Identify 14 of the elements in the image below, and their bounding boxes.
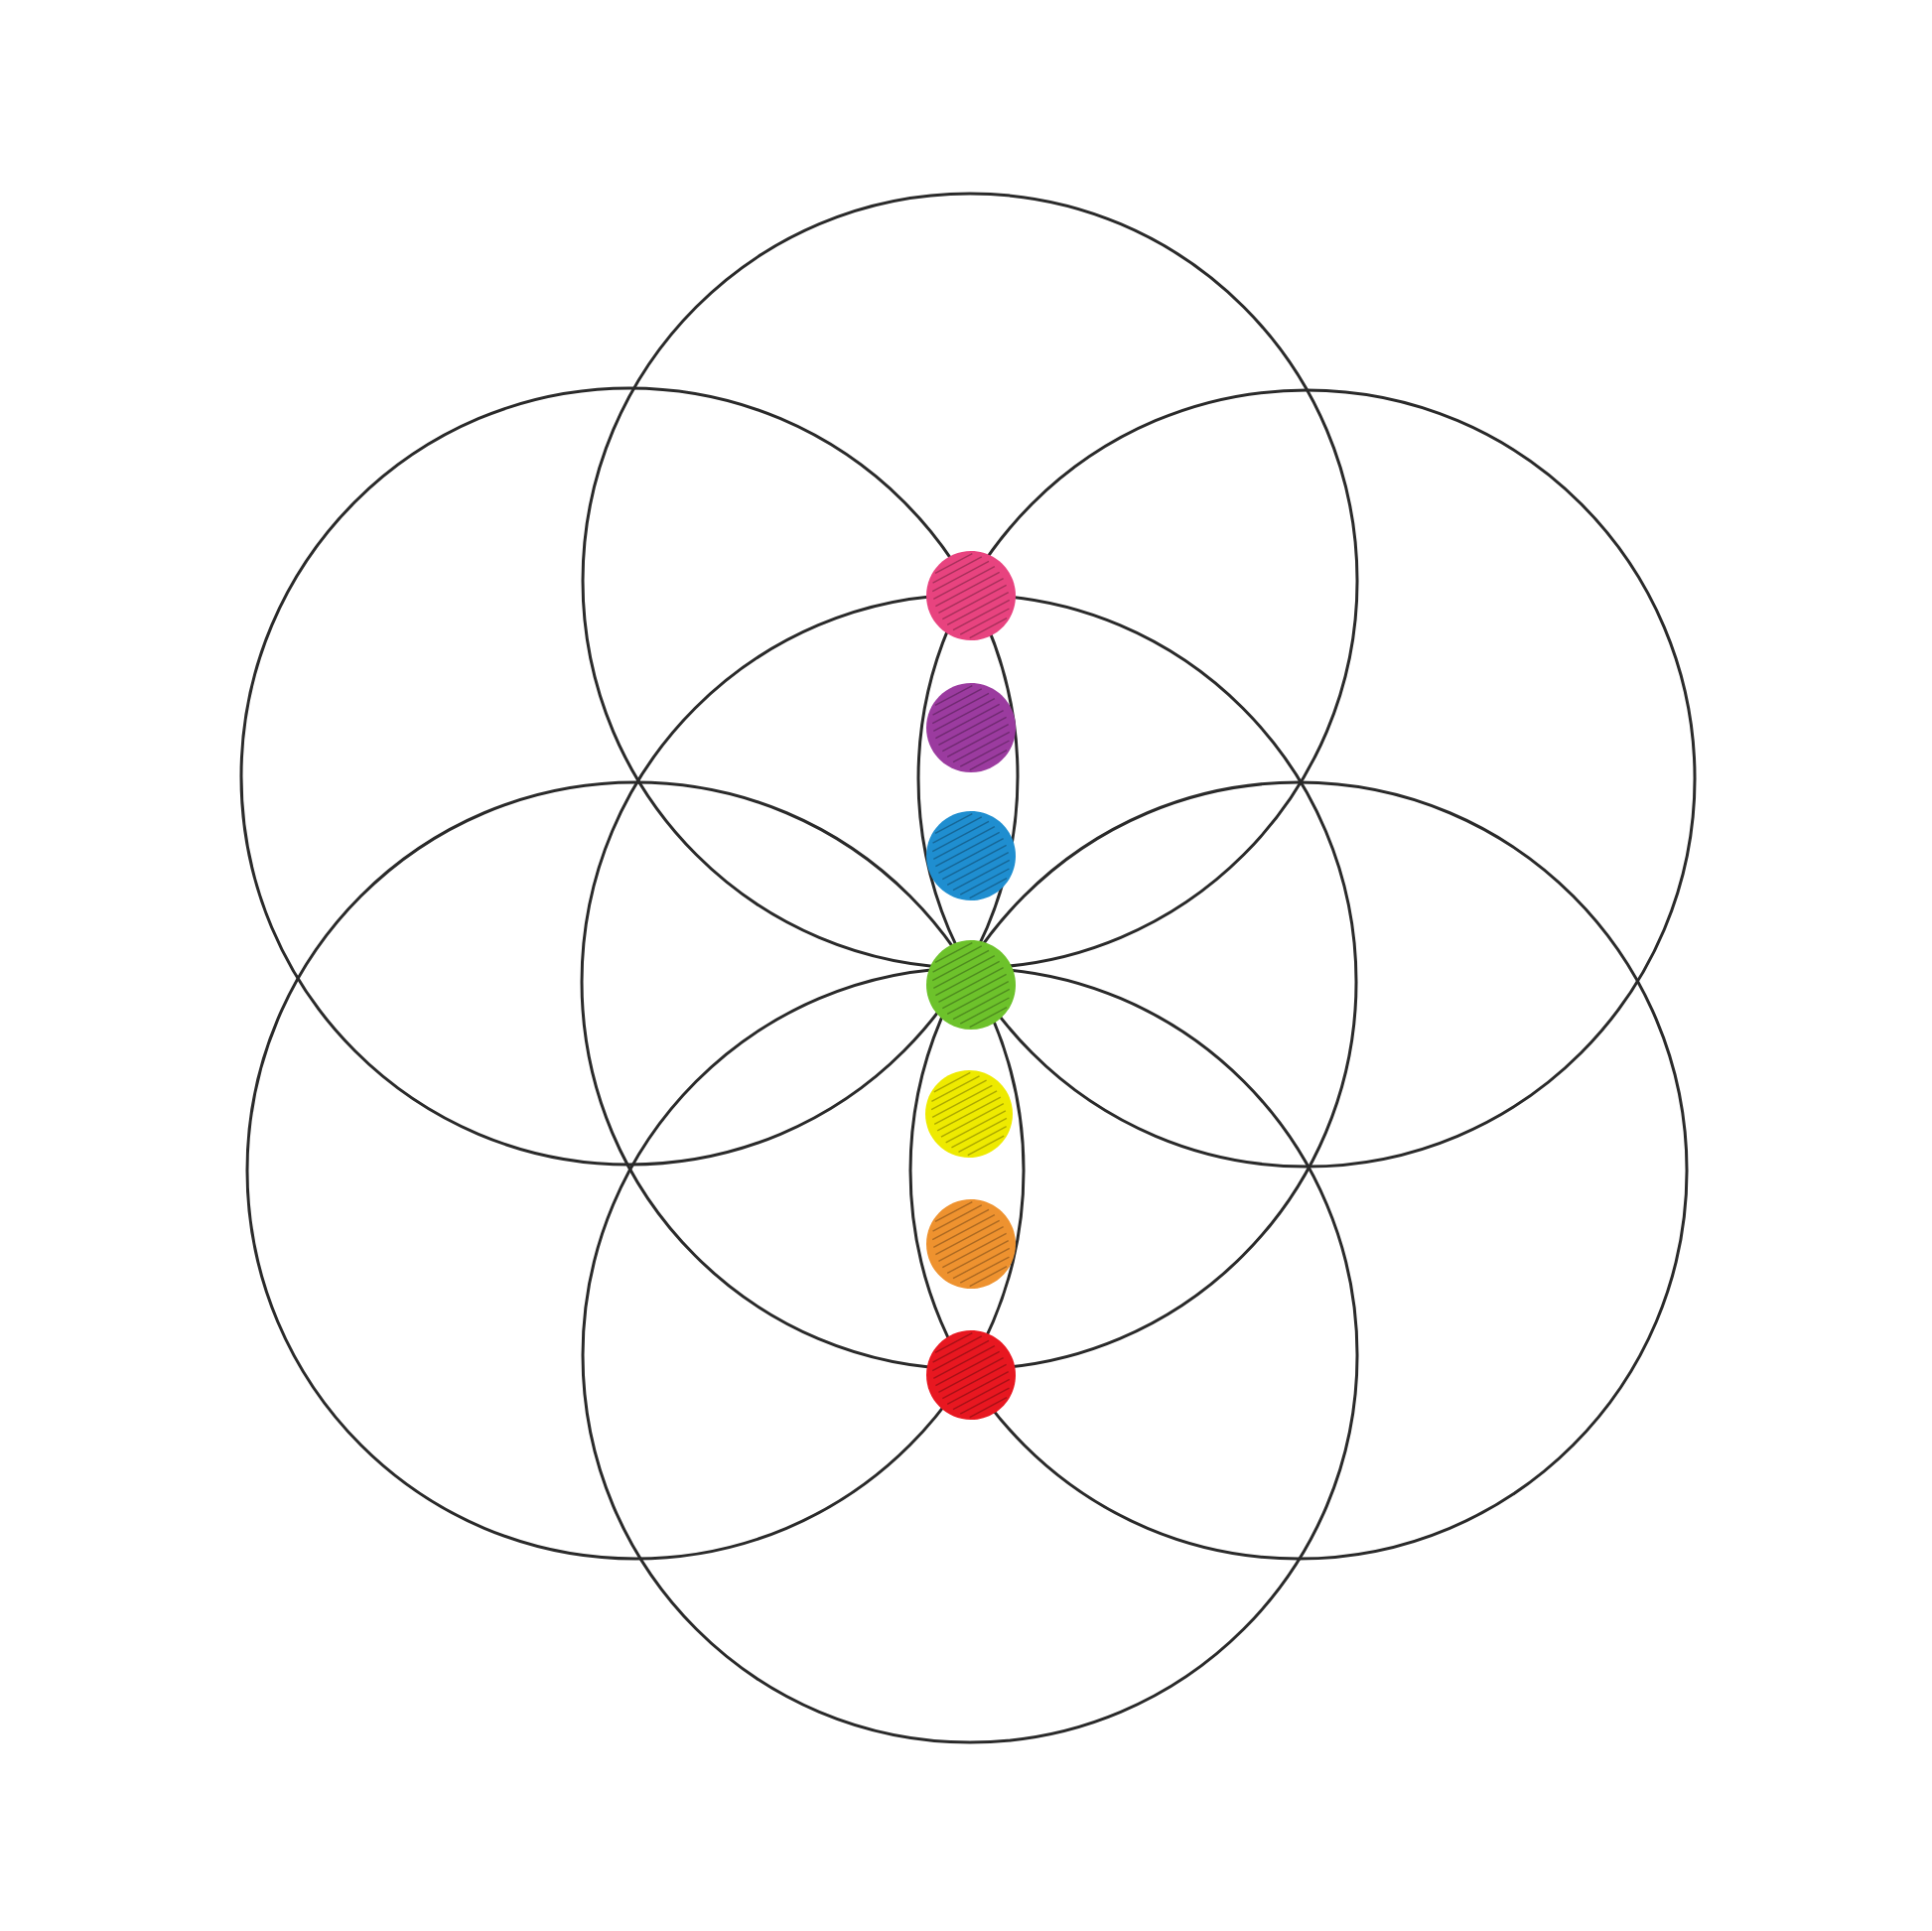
dot xyxy=(926,683,1016,772)
circle xyxy=(239,386,1020,1167)
dot xyxy=(926,1330,1016,1421)
circle xyxy=(581,966,1359,1744)
circle xyxy=(580,593,1358,1371)
circle xyxy=(245,780,1026,1561)
dot xyxy=(926,551,1016,640)
circle xyxy=(916,388,1697,1169)
circle xyxy=(581,192,1359,970)
dot xyxy=(925,1070,1013,1159)
dot xyxy=(926,1199,1016,1290)
dot xyxy=(926,811,1016,901)
dot xyxy=(926,940,1016,1031)
circle xyxy=(908,780,1689,1561)
